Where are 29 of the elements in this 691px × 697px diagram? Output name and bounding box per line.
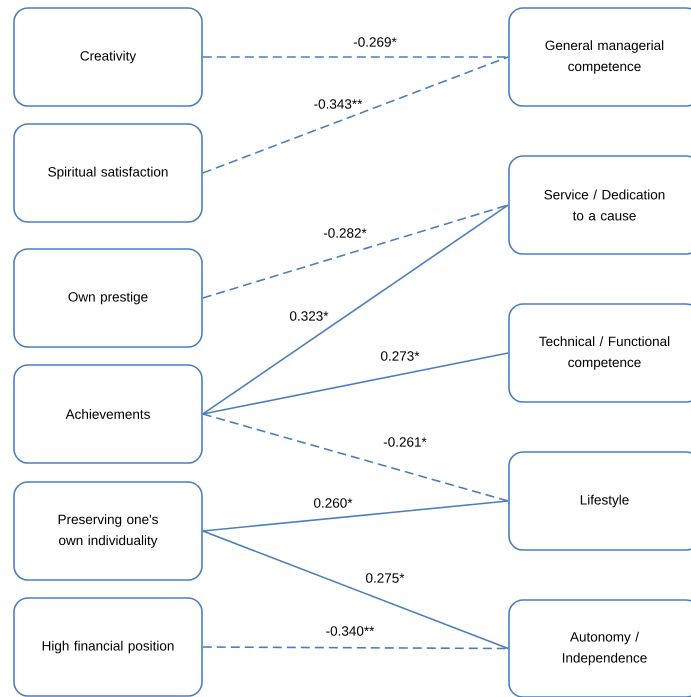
edge-label: 0.323* (288, 310, 330, 322)
text-box: Autonomy / Independence (508, 599, 691, 697)
text-box: Creativity (13, 7, 203, 107)
connector-line (202, 646, 508, 650)
text-box: Lifestyle (508, 451, 691, 551)
text-box: Achievements (13, 364, 203, 464)
edge-label: -0.261* (382, 436, 428, 448)
edge-label: -0.340** (324, 625, 376, 637)
text-box: Technical / Functional competence (508, 303, 691, 403)
connector-line (202, 500, 508, 532)
edge-label: -0.269* (352, 36, 398, 48)
connector-line (202, 413, 508, 502)
text-box: Service / Dedication to a cause (508, 155, 691, 255)
connector-line (202, 56, 508, 174)
edge-label: 0.260* (312, 497, 354, 509)
connector-line (202, 56, 508, 58)
text-box: High financial position (13, 597, 203, 697)
text-box: Preserving one's own individuality (13, 481, 203, 581)
connector-line (202, 352, 508, 415)
text-box: General managerial competence (508, 7, 691, 107)
edge-label: 0.273* (379, 350, 421, 362)
edge-label: -0.282* (322, 227, 368, 239)
edge-label: -0.343** (312, 98, 364, 110)
connector-line (202, 530, 508, 650)
connector-line (202, 204, 508, 299)
connector-line (202, 204, 509, 415)
text-box: Own prestige (13, 248, 203, 348)
text-box: Spiritual satisfaction (13, 123, 203, 223)
edge-label: 0.275* (364, 572, 406, 584)
